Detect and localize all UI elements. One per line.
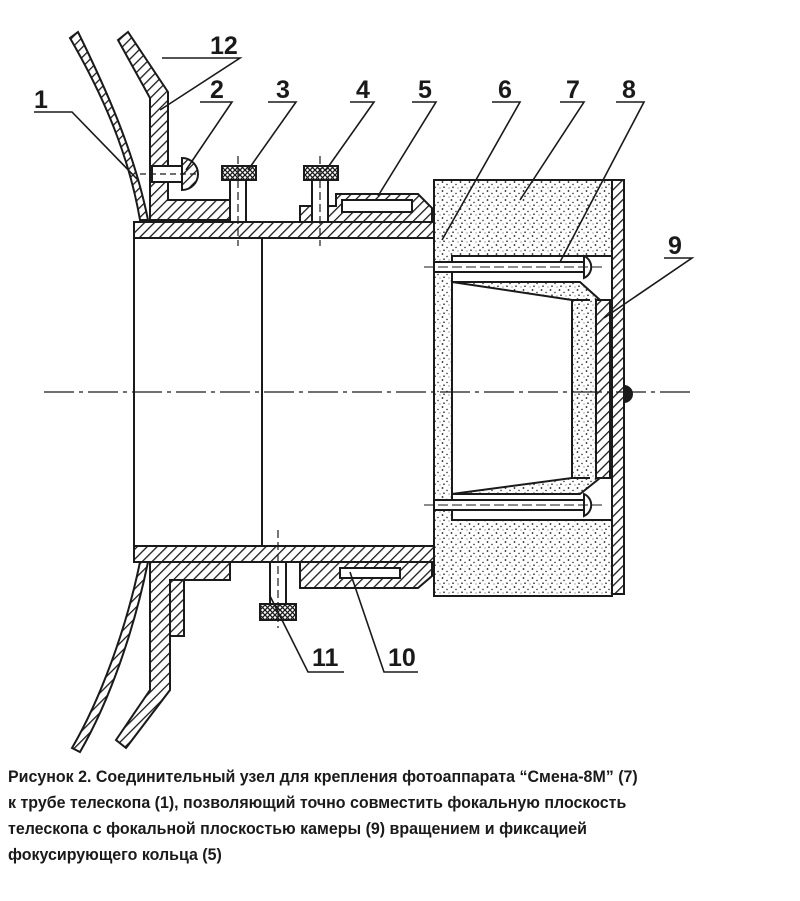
callout-4: 4 xyxy=(356,76,370,104)
callout-11: 11 xyxy=(312,644,339,672)
caption-line-1: Рисунок 2. Соединительный узел для крепл… xyxy=(8,767,638,786)
mounting-screw-top xyxy=(424,254,604,280)
flange-screw xyxy=(140,156,200,192)
fixing-ring-bottom xyxy=(299,561,433,589)
mounting-screw-bottom xyxy=(424,492,604,518)
callout-2: 2 xyxy=(210,76,224,104)
caption-line-3: телескопа с фокальной плоскостью камеры … xyxy=(8,819,587,838)
camera-back-plate xyxy=(611,179,633,595)
callout-7: 7 xyxy=(566,76,580,104)
callout-5: 5 xyxy=(418,76,432,104)
figure-caption: Рисунок 2. Соединительный узел для крепл… xyxy=(8,764,745,868)
focusing-ring-top xyxy=(299,193,433,223)
clamp-screw-4 xyxy=(303,156,339,246)
callout-10: 10 xyxy=(388,644,416,672)
caption-line-4: фокусирующего кольца (5) xyxy=(8,845,222,864)
technical-drawing: 1 2 3 4 5 6 7 8 9 10 11 12 xyxy=(34,30,695,754)
telescope-tube-bottom xyxy=(70,561,150,754)
telescope-tube-top xyxy=(68,30,150,221)
callout-8: 8 xyxy=(622,76,636,104)
lens-cone xyxy=(451,280,590,496)
callout-6: 6 xyxy=(498,76,512,104)
callout-12: 12 xyxy=(210,32,238,60)
callout-1: 1 xyxy=(34,86,48,114)
clamp-screw-3 xyxy=(221,156,257,246)
leader-lines xyxy=(34,57,695,673)
clamp-screw-11 xyxy=(259,530,297,628)
callout-3: 3 xyxy=(276,76,290,104)
caption-line-2: к трубе телескопа (1), позволяющий точно… xyxy=(8,793,627,812)
flange-bracket-bottom xyxy=(114,561,231,750)
callout-9: 9 xyxy=(668,232,682,260)
focal-plane-film xyxy=(595,299,611,479)
